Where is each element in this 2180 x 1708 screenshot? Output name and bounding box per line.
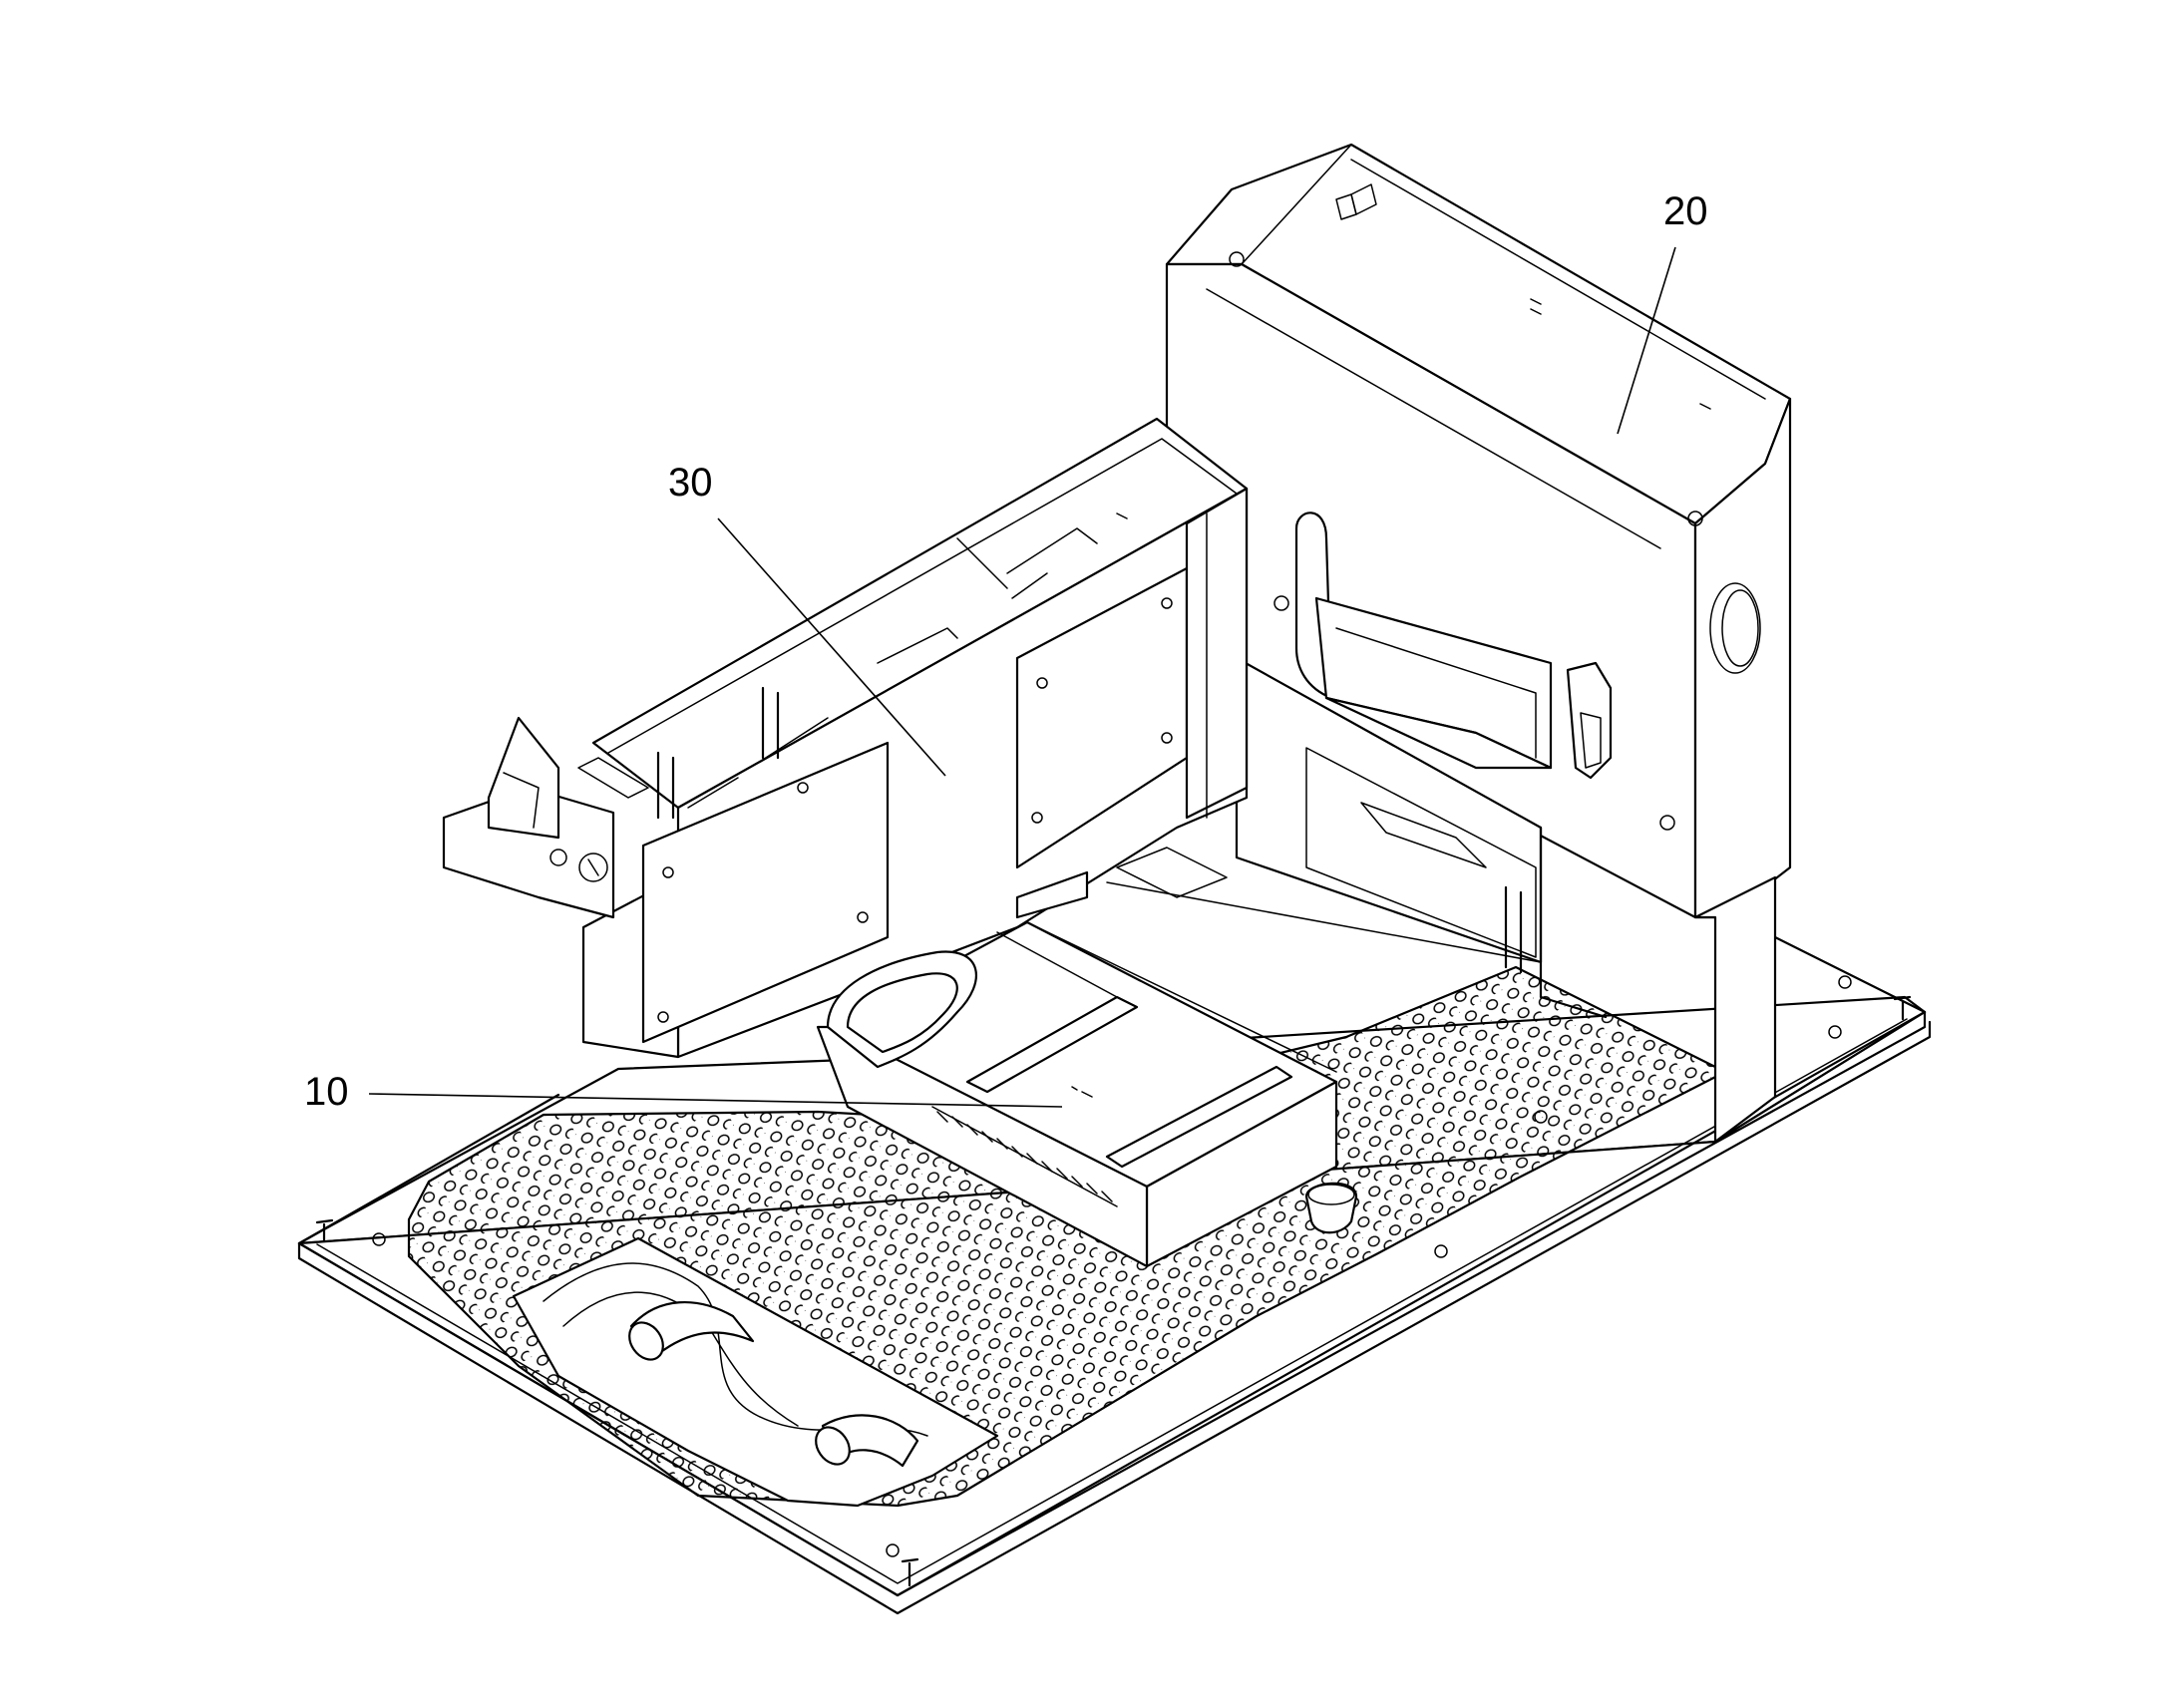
holder-bracket [1294, 512, 1613, 780]
frame-structure [1106, 656, 1608, 1019]
callout-label-30: 30 [668, 461, 713, 505]
unit-10 [816, 870, 1338, 1268]
hose-lower [815, 1414, 919, 1468]
callout-label-20: 20 [1663, 189, 1708, 233]
side-mount [442, 716, 649, 919]
leader-10 [368, 1093, 1063, 1108]
rear-panel-assembly [1165, 143, 1792, 1144]
callout-leaders [368, 246, 1676, 1108]
handle-loop [826, 950, 978, 1069]
leader-30 [717, 517, 946, 777]
floor-cup [1304, 1182, 1358, 1234]
cabinet-door-left [641, 741, 890, 1044]
hose-upper [628, 1300, 755, 1361]
leader-20 [1617, 246, 1676, 435]
cabinet-30 [581, 417, 1249, 1059]
floor-cutout [512, 1236, 999, 1508]
callout-label-10: 10 [304, 1070, 349, 1114]
